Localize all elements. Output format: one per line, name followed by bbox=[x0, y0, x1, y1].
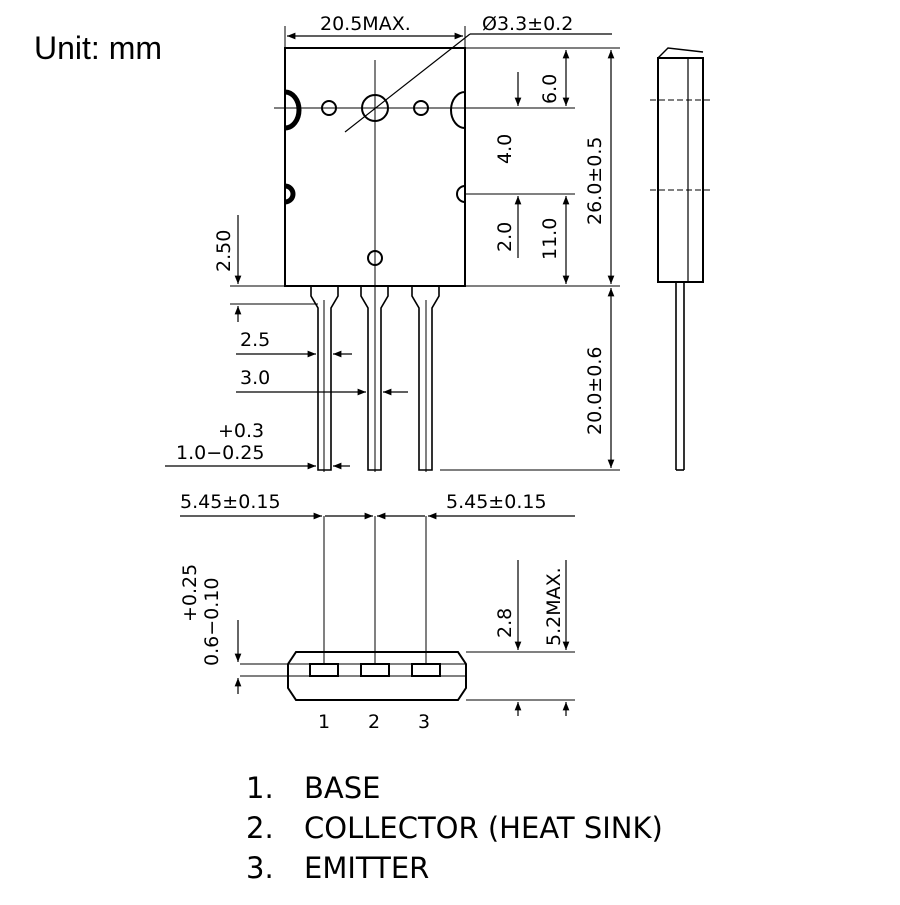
legend-item-collector: 2. COLLECTOR (HEAT SINK) bbox=[246, 808, 663, 848]
pin-number-2: 2 bbox=[368, 711, 380, 733]
dim-pitch-right: 5.45±0.15 bbox=[446, 491, 547, 513]
legend-label: EMITTER bbox=[304, 851, 430, 885]
lead-2 bbox=[360, 286, 389, 472]
dim-lead-shoulder: 2.50 bbox=[213, 230, 235, 272]
notch-right-upper bbox=[450, 91, 466, 129]
pin-number-1: 1 bbox=[318, 711, 330, 733]
pin-numbers: 1 2 3 bbox=[318, 711, 430, 733]
legend-label: BASE bbox=[304, 771, 381, 805]
dimension-labels: 20.5MAX. Ø3.3±0.2 6.0 4.0 2.0 11.0 26.0±… bbox=[176, 13, 606, 666]
dim-lower-hole: 2.0 bbox=[494, 222, 516, 252]
dim-lead-thickness: 1.0−0.25 bbox=[176, 442, 264, 464]
legend-number: 3. bbox=[246, 851, 274, 885]
legend-number: 1. bbox=[246, 771, 274, 805]
hole-leader bbox=[344, 33, 471, 133]
dim-notch-height: 11.0 bbox=[539, 218, 561, 260]
pin-number-3: 3 bbox=[418, 711, 430, 733]
dim-pitch-left: 5.45±0.15 bbox=[180, 491, 281, 513]
dim-lead-width-b: 3.0 bbox=[240, 367, 270, 389]
side-view bbox=[650, 47, 712, 471]
notch-left-upper bbox=[284, 89, 302, 131]
dim-hole-diameter: Ø3.3±0.2 bbox=[482, 13, 573, 35]
legend-label: COLLECTOR (HEAT SINK) bbox=[304, 811, 663, 845]
dim-body-height: 26.0±0.5 bbox=[584, 137, 606, 225]
pin-legend: 1. BASE 2. COLLECTOR (HEAT SINK) 3. EMIT… bbox=[246, 768, 663, 888]
lead-3 bbox=[411, 286, 440, 472]
dim-tab-height: 2.8 bbox=[494, 608, 516, 638]
dim-lead-length: 20.0±0.6 bbox=[584, 347, 606, 435]
legend-item-emitter: 3. EMITTER bbox=[246, 848, 663, 888]
notch-left-lower bbox=[284, 183, 296, 205]
dim-lead-thickness-tol: +0.3 bbox=[218, 420, 264, 442]
bottom-body bbox=[287, 651, 467, 701]
dim-lead-gauge: 0.6−0.10 bbox=[201, 578, 223, 666]
dim-lead-width-a: 2.5 bbox=[240, 329, 270, 351]
dim-lead-gauge-tol: +0.25 bbox=[179, 564, 201, 622]
lead-1 bbox=[310, 286, 339, 472]
legend-number: 2. bbox=[246, 811, 274, 845]
dim-total-thickness: 5.2MAX. bbox=[543, 567, 565, 646]
dim-top-to-hole: 6.0 bbox=[539, 74, 561, 104]
legend-item-base: 1. BASE bbox=[246, 768, 663, 808]
notch-right-lower bbox=[456, 185, 466, 203]
dim-body-width: 20.5MAX. bbox=[320, 13, 411, 35]
bottom-view bbox=[180, 512, 575, 716]
front-view bbox=[165, 26, 620, 472]
unit-label: Unit: mm bbox=[34, 30, 162, 66]
dim-hole-spacing: 4.0 bbox=[494, 134, 516, 164]
